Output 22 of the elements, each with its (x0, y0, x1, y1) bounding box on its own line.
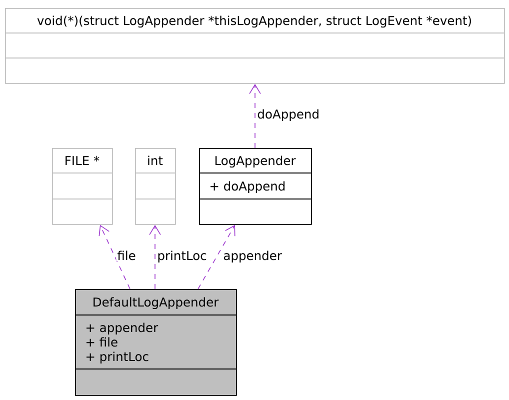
class-name: FILE * (66, 156, 100, 165)
class-box (198, 148, 312, 225)
class-box (134, 148, 176, 225)
dashed-arrow (249, 84, 261, 148)
dashed-arrow (98, 224, 130, 290)
class-name: LogAppender (215, 156, 296, 168)
class-name: DefaultLogAppender (94, 297, 219, 310)
class-box (52, 148, 113, 225)
class-name: int (148, 156, 163, 165)
class-box (4, 8, 505, 84)
edge-label: file (116, 250, 137, 262)
dashed-arrow (149, 224, 161, 290)
dashed-arrow (198, 224, 236, 290)
member-name: + appender (86, 322, 158, 335)
edge-label: printLoc (156, 250, 208, 264)
edge-label: doAppend (256, 108, 320, 122)
edge-label: appender (222, 250, 283, 264)
member-name: + printLoc (86, 352, 148, 364)
class-box (74, 289, 237, 396)
class-name: void(*)(struct LogAppender *thisLogAppender, struct LogEvent *event) (37, 16, 472, 28)
member-name: + doAppend (210, 181, 285, 194)
member-name: + file (86, 337, 118, 347)
